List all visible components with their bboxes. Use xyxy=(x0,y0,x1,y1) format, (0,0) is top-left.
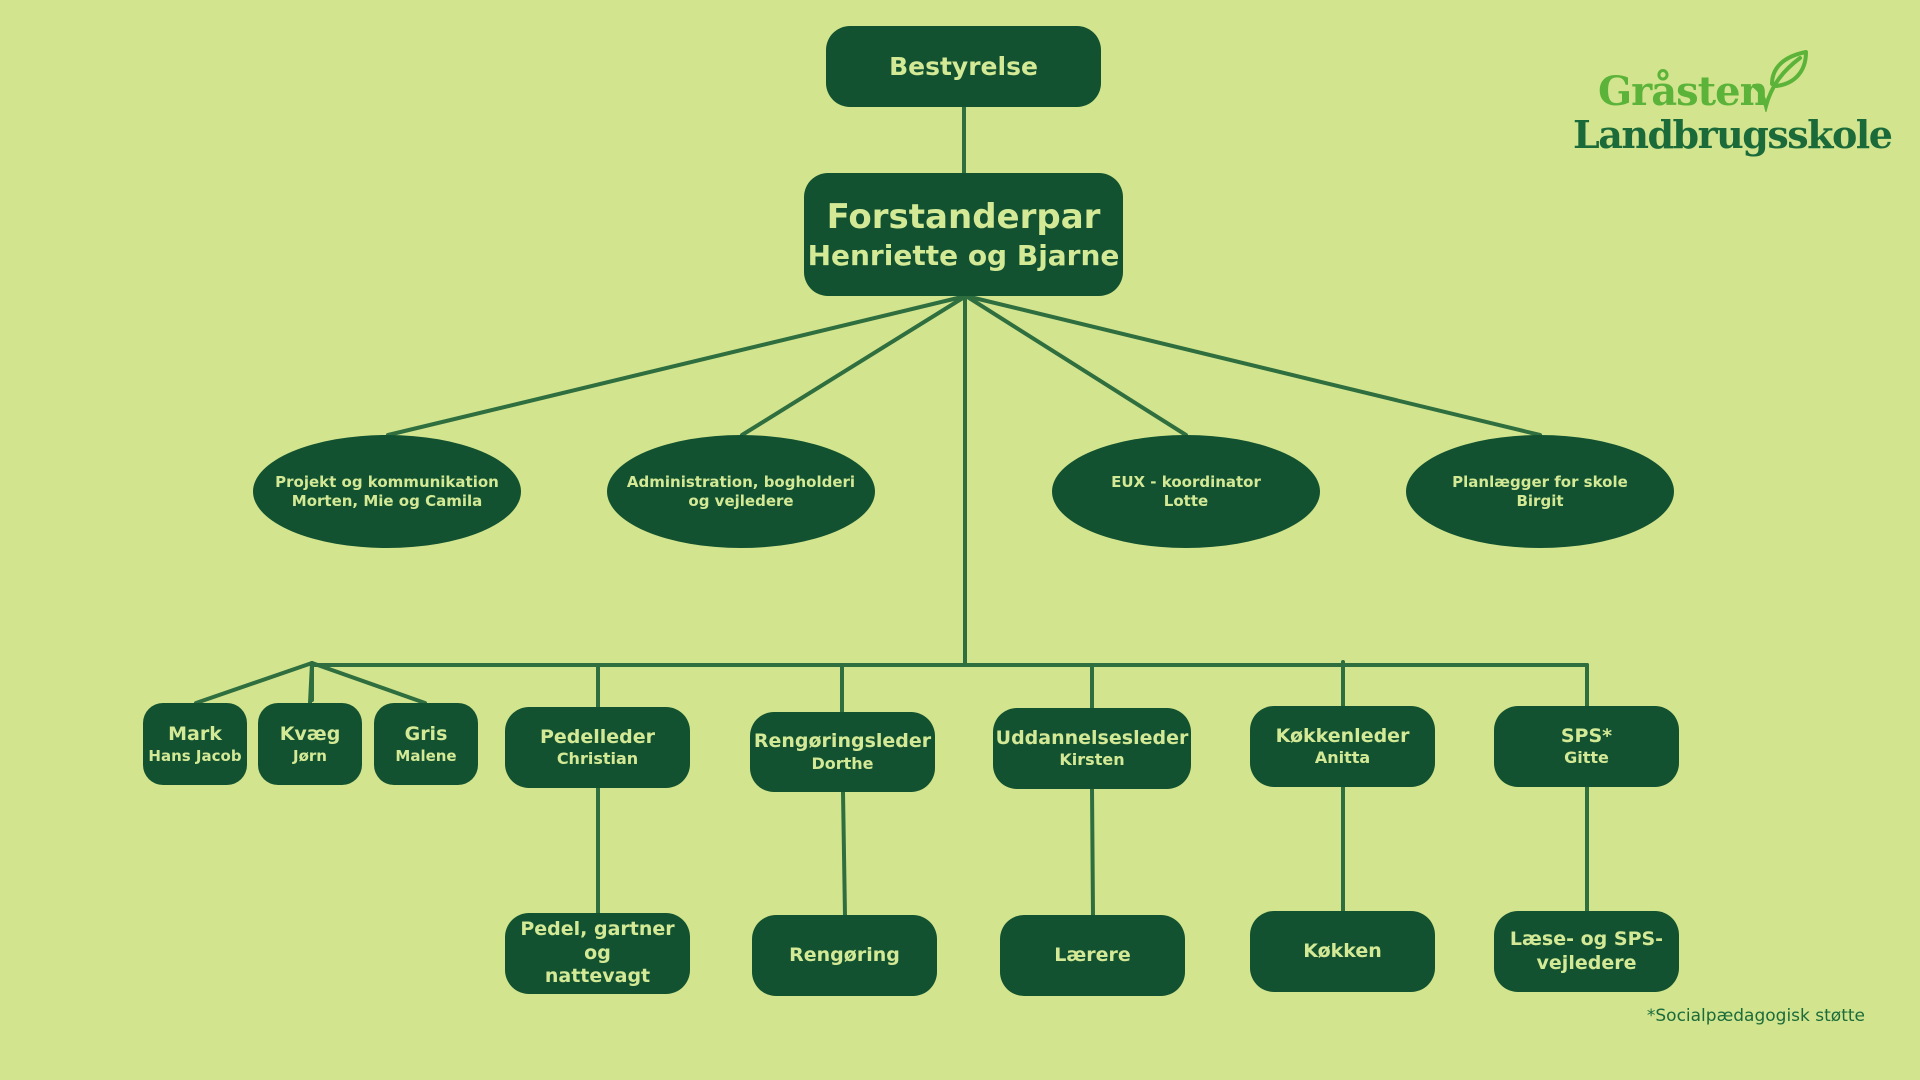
staff-oval-projekt: Projekt og kommunikation Morten, Mie og … xyxy=(253,435,521,548)
team-line1: Læse- og SPS- xyxy=(1509,927,1664,950)
leader-role: Pedelleder xyxy=(539,725,656,748)
animal-label: Mark xyxy=(168,722,222,745)
staff-role: Projekt og kommunikation xyxy=(275,472,499,491)
leader-box-kokkenleder: Køkkenleder Anitta xyxy=(1250,706,1435,787)
head-box: Forstanderpar Henriette og Bjarne xyxy=(804,173,1123,296)
staff-role: Administration, bogholderi xyxy=(626,472,856,491)
logo-line2: Landbrugsskole xyxy=(1573,112,1893,157)
animal-label: Kvæg xyxy=(279,722,341,745)
leader-name: Dorthe xyxy=(811,753,874,773)
staff-oval-eux: EUX - koordinator Lotte xyxy=(1052,435,1320,548)
animal-box-mark: Mark Hans Jacob xyxy=(143,703,247,785)
team-line1: Rengøring xyxy=(789,943,900,966)
head-names: Henriette og Bjarne xyxy=(807,239,1120,273)
team-box-pedel: Pedel, gartner og nattevagt xyxy=(505,913,690,994)
leader-name: Anitta xyxy=(1314,748,1371,768)
leader-box-sps: SPS* Gitte xyxy=(1494,706,1679,787)
staff-names: Birgit xyxy=(1516,491,1564,510)
leader-role: Køkkenleder xyxy=(1275,724,1410,747)
animal-name: Malene xyxy=(395,746,457,765)
line-animal-gris xyxy=(310,661,427,705)
team-line1: Pedel, gartner og xyxy=(520,917,675,964)
line-head-staff-1 xyxy=(386,294,968,437)
line-rengoring-team xyxy=(841,790,847,918)
animal-box-gris: Gris Malene xyxy=(374,703,478,785)
line-animal-kvaeg xyxy=(308,661,314,705)
leaf-icon xyxy=(1752,50,1808,112)
team-box-laerere: Lærere xyxy=(1000,915,1185,996)
line-animal-mark xyxy=(194,661,314,705)
leader-role: Rengøringsleder xyxy=(753,730,932,753)
leader-name: Christian xyxy=(556,749,639,769)
animal-name: Hans Jacob xyxy=(148,746,242,765)
board-box: Bestyrelse xyxy=(826,26,1101,107)
staff-names: og vejledere xyxy=(688,491,794,510)
staff-oval-planlaegger: Planlægger for skole Birgit xyxy=(1406,435,1674,548)
line-head-staff-3 xyxy=(964,294,1188,437)
animal-name: Jørn xyxy=(293,746,327,765)
footnote: *Socialpædagogisk støtte xyxy=(1646,1006,1865,1026)
staff-names: Lotte xyxy=(1163,491,1209,510)
line-head-staff-4 xyxy=(964,294,1542,437)
team-box-laese-sps: Læse- og SPS- vejledere xyxy=(1494,911,1679,992)
team-box-rengoring: Rengøring xyxy=(752,915,937,996)
team-box-kokken: Køkken xyxy=(1250,911,1435,992)
leader-box-rengoringsleder: Rengøringsleder Dorthe xyxy=(750,712,935,792)
leader-role: Uddannelsesleder xyxy=(995,726,1189,749)
leader-box-uddannelsesleder: Uddannelsesleder Kirsten xyxy=(993,708,1191,789)
line-head-staff-2 xyxy=(740,294,968,437)
staff-oval-administration: Administration, bogholderi og vejledere xyxy=(607,435,875,548)
head-title: Forstanderpar xyxy=(826,196,1101,237)
logo: Gråsten Landbrugsskole xyxy=(1570,50,1893,170)
animal-box-kvaeg: Kvæg Jørn xyxy=(258,703,362,785)
logo-line1: Gråsten xyxy=(1598,68,1769,115)
leader-box-pedelleder: Pedelleder Christian xyxy=(505,707,690,788)
staff-role: Planlægger for skole xyxy=(1452,472,1628,491)
board-label: Bestyrelse xyxy=(889,51,1038,81)
team-line2: nattevagt xyxy=(544,965,651,988)
team-line1: Køkken xyxy=(1303,939,1382,962)
team-line2: vejledere xyxy=(1536,951,1637,974)
leader-name: Kirsten xyxy=(1059,750,1125,770)
line-uddannelse-team xyxy=(1090,787,1095,918)
staff-role: EUX - koordinator xyxy=(1111,472,1261,491)
team-line1: Lærere xyxy=(1054,943,1131,966)
animal-label: Gris xyxy=(404,722,448,745)
staff-names: Morten, Mie og Camila xyxy=(291,491,483,510)
leader-role: SPS* xyxy=(1560,724,1613,747)
leader-name: Gitte xyxy=(1564,748,1609,768)
